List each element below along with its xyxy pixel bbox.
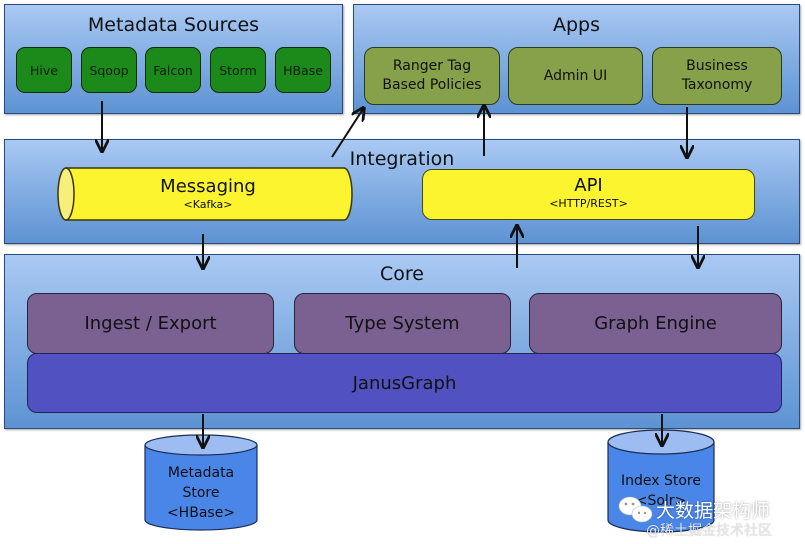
app-ranger-line1: Ranger Tag bbox=[392, 58, 472, 74]
app-admin-ui-label: Admin UI bbox=[543, 67, 608, 84]
api-label: API bbox=[574, 175, 603, 196]
source-falcon: Falcon bbox=[145, 47, 201, 93]
metadata-store-cylinder bbox=[144, 434, 258, 531]
janusgraph: JanusGraph bbox=[27, 353, 782, 413]
core-panel: Core Ingest / Export Type System Graph E… bbox=[4, 254, 800, 429]
metadata-store-line2: Store bbox=[182, 485, 220, 501]
core-ingest-export: Ingest / Export bbox=[27, 293, 274, 354]
apps-title: Apps bbox=[552, 14, 601, 36]
index-store-line2: <Solr> bbox=[635, 493, 687, 509]
watermark-subtitle: @稀土掘金技术社区 bbox=[646, 523, 772, 539]
watermark-title: 大数据架构师 bbox=[656, 500, 771, 522]
metadata-store-line1: Metadata bbox=[167, 465, 235, 481]
metadata-sources-title: Metadata Sources bbox=[87, 14, 260, 36]
source-sqoop: Sqoop bbox=[81, 47, 137, 93]
source-storm: Storm bbox=[210, 47, 266, 93]
index-store-line1: Index Store bbox=[621, 473, 701, 489]
core-type-system: Type System bbox=[294, 293, 511, 354]
integration-title: Integration bbox=[349, 148, 455, 170]
app-taxonomy-line2: Taxonomy bbox=[681, 77, 753, 93]
app-admin-ui: Admin UI bbox=[508, 47, 643, 105]
app-taxonomy-line1: Business bbox=[686, 58, 748, 74]
arrow-integration-to-apps bbox=[331, 109, 363, 158]
source-hive: Hive bbox=[16, 47, 72, 93]
metadata-store-line3: <HBase> bbox=[166, 505, 236, 521]
messaging-cylinder bbox=[57, 167, 353, 221]
metadata-store-label: Metadata Store <HBase> bbox=[145, 463, 257, 523]
api-protocol: <HTTP/REST> bbox=[549, 197, 628, 210]
metadata-sources-panel: Metadata Sources Hive Sqoop Falcon Storm… bbox=[4, 4, 343, 114]
messaging-label: Messaging bbox=[160, 176, 256, 197]
api-component: API <HTTP/REST> bbox=[422, 169, 755, 220]
core-graph-engine: Graph Engine bbox=[529, 293, 782, 354]
messaging-label-group: Messaging <Kafka> bbox=[74, 176, 342, 212]
messaging-technology: <Kafka> bbox=[183, 198, 233, 211]
core-title: Core bbox=[380, 263, 424, 285]
index-store-label: Index Store <Solr> bbox=[608, 471, 714, 511]
app-ranger-line2: Based Policies bbox=[382, 77, 482, 93]
source-hbase: HBase bbox=[275, 47, 331, 93]
